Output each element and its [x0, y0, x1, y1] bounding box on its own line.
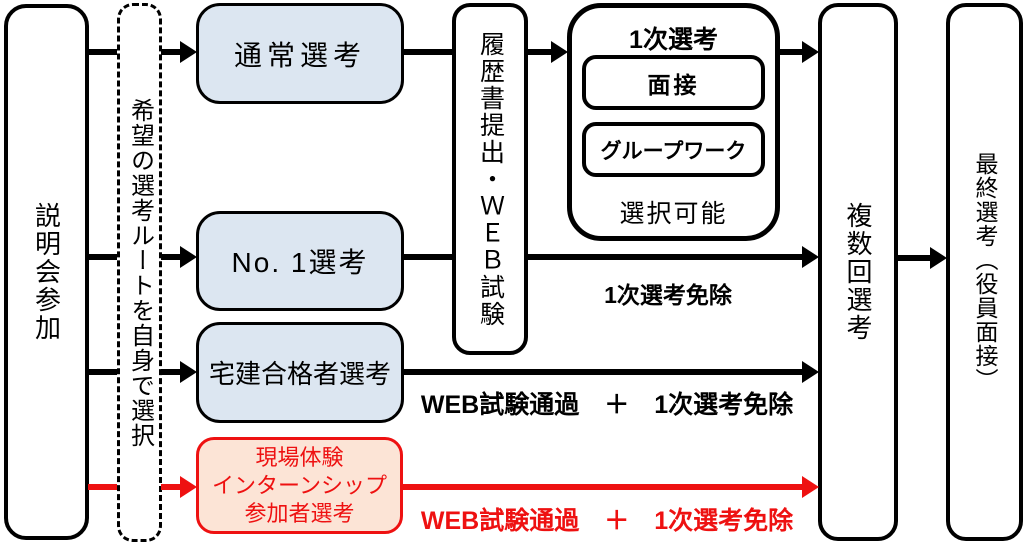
node-internship-line2: インターンシップ [212, 472, 387, 498]
arrow-session-to-route-r1 [88, 49, 117, 55]
node-final-round: 最終選考（役員面接） [946, 3, 1023, 541]
arrow-multi-to-final-head [930, 247, 947, 269]
arrow-session-to-route-r2 [88, 254, 117, 260]
arrow-session-to-route-r3 [88, 369, 117, 375]
node-final-round-label: 最終選考（役員面接） [972, 152, 998, 392]
node-route-select: 希望の選考ルートを自身で選択 [117, 3, 162, 542]
node-internship-line3: 参加者選考 [244, 500, 355, 526]
node-first-round-title: 1次選考 [629, 26, 718, 54]
node-no1-selection-label: No. 1選考 [231, 247, 369, 278]
edge-label-webtest-pass-exempt-red: WEB試験通過 ＋ 1次選考免除 [420, 507, 794, 535]
arrow-route-to-normal-line [161, 49, 182, 55]
node-interview-label: 面接 [647, 71, 700, 98]
arrow-internship-to-multi-head [802, 476, 819, 498]
node-info-session-label: 説明会参加 [31, 202, 62, 342]
arrow-route-to-no1-head [180, 246, 197, 268]
arrow-route-to-normal-head [180, 41, 197, 63]
node-resume-webtest-label: 履歴書提出・ＷＥＢ試験 [476, 30, 505, 328]
arrow-session-to-route-r4 [88, 484, 117, 490]
node-info-session: 説明会参加 [4, 4, 89, 540]
arrow-route-to-takken-head [180, 361, 197, 383]
node-first-round: 1次選考 面接 グループワーク 選択可能 [567, 3, 780, 241]
arrow-first-to-multi-head [802, 41, 819, 63]
arrow-route-to-takken-line [161, 369, 182, 375]
node-route-select-label: 希望の選考ルートを自身で選択 [126, 97, 154, 448]
node-no1-selection: No. 1選考 [196, 211, 404, 311]
arrow-takken-to-multi-head [802, 361, 819, 383]
node-normal-selection: 通常選考 [196, 3, 404, 104]
arrow-multi-to-final-line [896, 255, 932, 261]
node-takken-selection: 宅建合格者選考 [196, 322, 404, 423]
arrow-route-to-internship-line [161, 484, 182, 490]
arrow-route-to-no1-line [161, 254, 182, 260]
node-normal-selection-label: 通常選考 [233, 39, 366, 71]
arrow-internship-to-multi-line [402, 484, 804, 490]
arrow-resume-to-first-line [527, 49, 554, 55]
edge-label-first-round-exempt: 1次選考免除 [604, 282, 732, 308]
arrow-no1-to-multi-head [802, 246, 819, 268]
arrow-no1-to-resume [402, 254, 453, 260]
node-internship-selection: 現場体験 インターンシップ 参加者選考 [196, 437, 403, 534]
node-multi-round: 複数回選考 [818, 3, 898, 541]
arrow-first-to-multi-line [778, 49, 804, 55]
edge-label-webtest-pass-exempt-black: WEB試験通過 ＋ 1次選考免除 [420, 391, 794, 419]
node-groupwork-label: グループワーク [600, 139, 747, 163]
arrow-resume-to-first-head [551, 41, 568, 63]
arrow-no1-to-multi-line [527, 254, 804, 260]
node-multi-round-label: 複数回選考 [843, 202, 873, 342]
node-first-round-note: 選択可能 [619, 200, 728, 228]
arrow-normal-to-resume [402, 49, 453, 55]
node-interview: 面接 [582, 55, 765, 110]
node-internship-line1: 現場体験 [255, 444, 344, 470]
arrow-route-to-internship-head [180, 476, 197, 498]
node-groupwork: グループワーク [582, 122, 765, 177]
node-resume-webtest: 履歴書提出・ＷＥＢ試験 [452, 3, 528, 355]
node-takken-selection-label: 宅建合格者選考 [208, 359, 391, 389]
arrow-takken-to-multi-line [402, 369, 804, 375]
